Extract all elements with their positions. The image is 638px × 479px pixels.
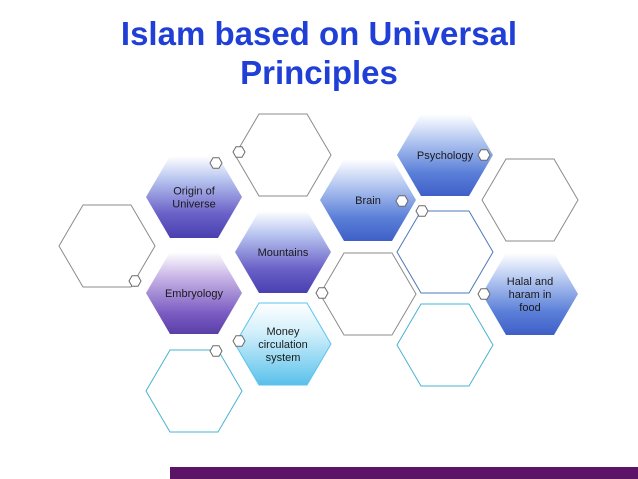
- hexagon-shape: [482, 253, 578, 335]
- hexagon-label: Halal and: [507, 276, 553, 288]
- connector-knob-icon: [232, 335, 246, 347]
- connector-knob-icon: [315, 287, 329, 299]
- connector-knob-icon: [128, 275, 142, 287]
- hexagon-shape: [146, 252, 242, 334]
- hexagon-shape: [146, 156, 242, 238]
- title-line-2: Principles: [240, 54, 398, 91]
- hexagon-shape: [481, 158, 579, 242]
- hexagon-label: food: [519, 302, 540, 314]
- connector-knob-icon: [209, 157, 223, 169]
- hexagon-shape: [235, 211, 331, 293]
- title-line-1: Islam based on Universal: [120, 15, 518, 52]
- hexagon-shape: [234, 113, 332, 197]
- hexagon-empty-top-right: [481, 158, 579, 242]
- hexagon-label: Psychology: [417, 150, 474, 162]
- hexagon-shape: [145, 349, 243, 433]
- connector-knob-icon: [415, 205, 429, 217]
- hexagon-shape: [320, 159, 416, 241]
- connector-knob-icon: [395, 195, 409, 207]
- hexagon-empty-low-right: [396, 303, 494, 387]
- connector-knob-icon: [477, 149, 491, 161]
- hexagon-label: Universe: [172, 199, 215, 211]
- hexagon-empty-bottom-left: [145, 349, 243, 433]
- hexagon-shape: [396, 303, 494, 387]
- hexagon-label: haram in: [509, 289, 552, 301]
- hexagon-mountains: Mountains: [235, 211, 331, 293]
- hexagon-shape: [396, 210, 494, 294]
- hexagon-label: Money: [266, 326, 300, 338]
- slide-title: Islam based on Universal Principles: [0, 14, 638, 92]
- hexagon-label: Embryology: [165, 288, 224, 300]
- hexagon-empty-mid: [319, 252, 417, 336]
- hexagon-psychology: Psychology: [397, 114, 493, 196]
- connector-knob-icon: [232, 146, 246, 158]
- connector-knob-icon: [209, 345, 223, 357]
- hexagon-label: Mountains: [258, 247, 309, 259]
- hexagon-embryology: Embryology: [146, 252, 242, 334]
- hexagon-label: Origin of: [173, 186, 216, 198]
- footer-bar: [170, 467, 638, 479]
- connector-knob-icon: [477, 288, 491, 300]
- hexagon-empty-mid-right: [396, 210, 494, 294]
- hexagon-label: circulation: [258, 339, 308, 351]
- hexagon-shape: [397, 114, 493, 196]
- hexagon-shape: [58, 204, 156, 288]
- hexagon-label: system: [266, 352, 301, 364]
- hexagon-brain: Brain: [320, 159, 416, 241]
- hexagon-empty-top: [234, 113, 332, 197]
- hexagon-shape: [319, 252, 417, 336]
- hexagon-label: Brain: [355, 195, 381, 207]
- hexagon-empty-top-left: [58, 204, 156, 288]
